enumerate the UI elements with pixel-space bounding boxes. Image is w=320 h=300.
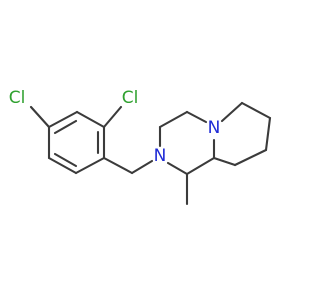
molecule-canvas: Cl Cl N N xyxy=(8,88,272,206)
ring-bond xyxy=(240,101,272,120)
ring-bond xyxy=(212,156,237,167)
benzene-ring xyxy=(47,110,106,175)
ring-bond xyxy=(47,156,78,175)
ring-bond xyxy=(47,110,79,129)
ring-bond xyxy=(185,110,208,124)
ring-bond xyxy=(158,110,189,129)
chlorine-atom-label: Cl xyxy=(122,88,139,108)
pyrrolidine-ring xyxy=(212,101,272,167)
c-cl-bond xyxy=(102,105,123,129)
ring-bond xyxy=(233,148,268,167)
ring-bond xyxy=(75,110,106,129)
ring-bond xyxy=(185,156,216,176)
ring-double-bond xyxy=(53,119,78,135)
ring-to-ch2-bond xyxy=(102,156,134,175)
ring-bond xyxy=(264,116,272,152)
ring-bond xyxy=(166,161,189,176)
ring-bond xyxy=(220,101,244,123)
structure-diagram: Cl Cl N N xyxy=(9,88,272,206)
chlorine-atom-label: Cl xyxy=(9,88,26,108)
c-cl-bond xyxy=(29,105,51,129)
nitrogen-atom-label: N xyxy=(154,146,167,166)
ring-bond xyxy=(74,156,106,175)
ring-double-bond xyxy=(53,152,78,168)
piperazine-ring xyxy=(158,110,216,176)
nitrogen-atom-label: N xyxy=(208,118,221,138)
ch2-to-n-bond xyxy=(130,159,154,175)
